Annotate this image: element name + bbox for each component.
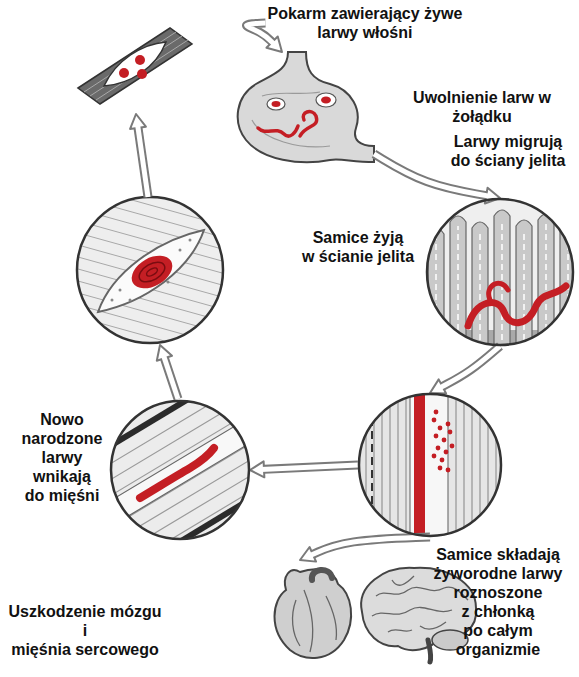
stage-label: Nowo narodzone larwy wnikają do mięśni [22, 410, 103, 505]
intestine-stage: Larwy migrują do ściany jelitaSamice żyj… [426, 198, 574, 346]
stomach-stage: Uwolnienie larw w żołądku [232, 52, 374, 164]
lymph-vessel-picture [432, 454, 437, 459]
stomach-picture [267, 98, 285, 110]
stage-circle-outline [111, 401, 249, 539]
lymph-vessel-picture [440, 458, 445, 463]
cyst-picture [167, 281, 170, 284]
encysted-muscle-picture [119, 68, 129, 78]
stage-label: Uwolnienie larw w żołądku [413, 88, 551, 126]
arrow-shaft-inner [440, 346, 500, 388]
lymph-vessel-picture [448, 430, 453, 435]
arrow-shaft-inner [310, 537, 430, 556]
lymph-vessel-picture [442, 438, 447, 443]
cyst-picture [119, 289, 122, 292]
cyst-picture [126, 249, 178, 295]
lymph-vessel-picture [414, 390, 425, 540]
stomach-picture [238, 52, 374, 162]
cycle-arrow [164, 355, 179, 399]
muscle-entry-picture [90, 336, 270, 604]
arrow-shaft-inner [261, 465, 358, 469]
stage-arrow [250, 461, 358, 477]
muscle-entry-picture [150, 492, 262, 560]
intestine-picture [424, 196, 576, 352]
stomach-picture [258, 126, 298, 136]
cyst-picture [77, 197, 223, 343]
stomach-picture [238, 52, 374, 162]
intestine-picture [424, 196, 576, 352]
lymph-vessel-picture [410, 390, 448, 540]
encysted-muscle-picture [84, 32, 188, 100]
lymph-vessel-picture [446, 468, 451, 473]
lymph-vessel-picture [434, 410, 439, 415]
encysted-muscle-picture [137, 69, 147, 79]
lymph-vessel-picture [432, 418, 437, 423]
lymph-vessel-picture [356, 391, 504, 539]
heart-picture [312, 570, 332, 580]
encysted-muscle-picture [78, 28, 192, 104]
cyst-picture [111, 299, 114, 302]
lymph-vessel-picture [438, 426, 443, 431]
lymph-vessel-picture [371, 392, 373, 540]
encysted-muscle-picture [104, 42, 166, 86]
cyst-picture [145, 266, 158, 277]
muscle-entry-picture [140, 448, 214, 498]
arrow-shaft-inner [247, 23, 275, 44]
cyst-picture [60, 180, 240, 398]
food-label: Pokarm zawierający żywe larwy włośni [268, 4, 463, 42]
stage-label: Larwy migrują do ściany jelita [451, 132, 566, 170]
cyst-picture [126, 249, 178, 295]
lymph-vessel-picture [446, 422, 451, 427]
lymph-vessel-picture [438, 466, 443, 471]
intestine-picture [468, 286, 566, 326]
lymph-vessel-picture [436, 446, 441, 451]
cyst-picture [60, 180, 240, 398]
stage-circle [110, 400, 250, 540]
stage-arrow [247, 23, 282, 52]
stage-circle [426, 198, 574, 346]
encysted-muscle-picture [135, 55, 145, 65]
stage-arrow [430, 346, 500, 394]
lymph-vessel-picture [434, 434, 439, 439]
stomach-picture [272, 101, 281, 107]
heart-picture [293, 590, 337, 652]
stage-circle [358, 393, 502, 537]
encysted-muscle-picture [78, 28, 192, 104]
lymph-stage: Samice składają żyworodne larwy roznoszo… [358, 393, 502, 537]
organ-damage-stage: Uszkodzenie mózgu i mięśnia sercowego [266, 560, 480, 664]
heart-picture [275, 569, 352, 658]
cyst-picture [136, 258, 168, 286]
cyst-picture [179, 249, 182, 252]
cyst-picture [60, 180, 240, 398]
cyst-picture [129, 299, 132, 302]
lymph-vessel-picture [444, 450, 449, 455]
cyst-picture [189, 239, 192, 242]
muscle-stage: Nowo narodzone larwy wnikają do mięśni [110, 400, 250, 540]
stage-circle-outline [359, 394, 501, 536]
cyst-picture [76, 196, 224, 344]
stage-label: Uszkodzenie mózgu i mięśnia sercowego [9, 602, 162, 659]
cycle-arrow [138, 125, 148, 197]
lymph-vessel-picture [356, 390, 504, 540]
heart-picture [275, 569, 352, 658]
stage-arrow [300, 537, 430, 562]
intestine-picture [489, 283, 508, 300]
brain-picture [428, 640, 431, 662]
muscle-entry-picture [108, 398, 252, 542]
stomach-picture [321, 97, 331, 104]
lymph-vessel-picture [450, 444, 455, 449]
stage-label: Samice żyją w ścianie jelita [302, 228, 414, 266]
stomach-picture [300, 112, 317, 136]
muscle-entry-picture [90, 336, 270, 604]
stomach-picture [316, 93, 336, 107]
cycle-arrow [157, 345, 178, 399]
stage-label: Samice składają żyworodne larwy roznoszo… [434, 545, 563, 659]
stage-circle-outline [427, 199, 573, 345]
cyst-picture [98, 230, 204, 312]
cycle-arrow [130, 114, 148, 197]
food-label-box: Pokarm zawierający żywe larwy włośni [266, 2, 465, 44]
